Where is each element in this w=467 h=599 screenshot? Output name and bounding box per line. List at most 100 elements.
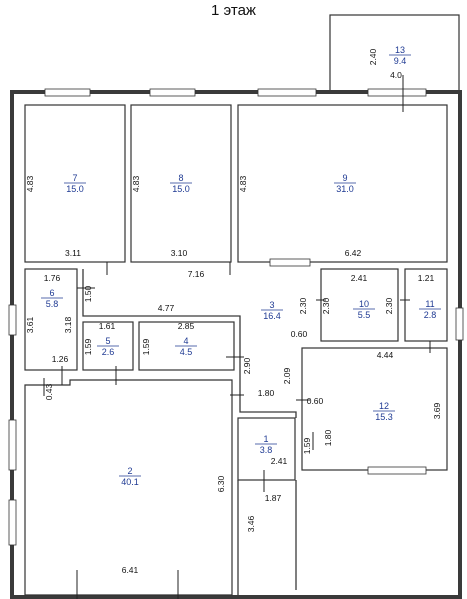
room-number: 2 [127, 466, 132, 476]
dimension-label: 2.40 [368, 48, 378, 65]
room-area: 15.0 [66, 184, 84, 194]
dimension-label: 4.83 [25, 175, 35, 192]
room-area: 2.8 [424, 310, 437, 320]
dimension-label: 3.61 [25, 316, 35, 333]
room-number: 5 [105, 336, 110, 346]
dimension-label: 0.60 [291, 329, 308, 339]
dimension-label: 3.69 [432, 402, 442, 419]
room-number: 9 [342, 173, 347, 183]
room-area: 16.4 [263, 311, 281, 321]
dimension-label: 1.26 [52, 354, 69, 364]
dimension-label: 2.41 [271, 456, 288, 466]
dimension-label: 3.11 [65, 248, 81, 258]
room-area: 15.0 [172, 184, 190, 194]
dimension-label: 2.30 [384, 297, 394, 314]
room-area: 2.6 [102, 347, 115, 357]
dimension-label: 3.10 [171, 248, 188, 258]
dimension-label: 1.59 [141, 338, 151, 355]
dimension-label: 1.80 [323, 429, 333, 446]
room-number: 1 [263, 434, 268, 444]
dimension-label: 2.85 [178, 321, 195, 331]
room-number: 8 [178, 173, 183, 183]
dimension-label: 7.16 [188, 269, 205, 279]
dimension-label: 4.83 [238, 175, 248, 192]
room-5-label: 52.6 [97, 336, 119, 357]
dimension-label: 1.21 [418, 273, 435, 283]
room-8-label: 815.0 [170, 173, 192, 194]
room-area: 4.5 [180, 347, 193, 357]
outer-wall [10, 90, 462, 599]
room-number: 6 [49, 288, 54, 298]
floor-title: 1 этаж [211, 2, 256, 19]
room-10-outline [320, 268, 399, 342]
room-8-outline [130, 104, 232, 263]
dimension-label: 0.43 [44, 383, 54, 400]
dimension-label: 2.90 [242, 357, 252, 374]
room-1-outline [237, 417, 296, 481]
window [367, 466, 427, 475]
dimension-label: 1.61 [99, 321, 116, 331]
room-6-label: 65.8 [41, 288, 63, 309]
dimension-label: 6.30 [216, 475, 226, 492]
room-area: 3.8 [260, 445, 273, 455]
dimension-label: 6.41 [122, 565, 139, 575]
room-13-outline [329, 14, 460, 93]
room-number: 11 [425, 299, 434, 309]
window [8, 304, 17, 336]
room-1-label: 13.8 [255, 434, 277, 455]
window [44, 88, 91, 97]
dimension-label: 1.80 [258, 388, 275, 398]
room-number: 13 [395, 45, 405, 55]
room-area: 40.1 [121, 477, 139, 487]
room-12-outline [301, 347, 448, 471]
window [269, 258, 311, 267]
room-11-label: 112.8 [419, 299, 441, 320]
room-number: 4 [183, 336, 188, 346]
dimension-label: 0.60 [307, 396, 324, 406]
window [257, 88, 317, 97]
window [149, 88, 196, 97]
room-6-outline [24, 268, 78, 371]
room-area: 15.3 [375, 412, 393, 422]
room-7-outline [24, 104, 126, 263]
dimension-label: 4.44 [377, 350, 394, 360]
room-4-label: 44.5 [175, 336, 197, 357]
room-area: 31.0 [336, 184, 354, 194]
room-3-label: 316.4 [261, 300, 283, 321]
window [367, 88, 427, 97]
dimension-label: 1.87 [265, 493, 282, 503]
dimension-label: 4.77 [158, 303, 175, 313]
corridor-wall [82, 269, 297, 418]
dimension-label: 2.41 [351, 273, 368, 283]
dimension-label: 3.46 [246, 515, 256, 532]
dimension-ticks [43, 75, 431, 599]
window [8, 419, 17, 471]
window [455, 307, 464, 341]
room-area: 9.4 [394, 56, 407, 66]
dimension-label: 2.30 [298, 297, 308, 314]
room-number: 10 [359, 299, 369, 309]
room-number: 12 [379, 401, 389, 411]
dimension-label: 6.42 [345, 248, 362, 258]
window [8, 499, 17, 546]
dimension-label: 4.83 [131, 175, 141, 192]
room-number: 7 [72, 173, 77, 183]
room-2-outline [24, 379, 233, 596]
room-10-label: 105.5 [353, 299, 375, 320]
room-7-label: 715.0 [64, 173, 86, 194]
room-9-label: 931.0 [334, 173, 356, 194]
room-area: 5.8 [46, 299, 59, 309]
room-11-outline [404, 268, 448, 342]
dimension-label: 2.30 [321, 297, 331, 314]
room-area: 5.5 [358, 310, 371, 320]
dimension-label: 1.76 [44, 273, 61, 283]
dimension-label: 1.50 [83, 285, 93, 302]
dimension-label: 2.09 [282, 367, 292, 384]
dimension-label: 4.0 [390, 70, 402, 80]
dimension-label: 3.18 [63, 316, 73, 333]
room-13-label: 139.4 [389, 45, 411, 66]
room-9-outline [237, 104, 448, 263]
dimension-label: 1.59 [83, 338, 93, 355]
